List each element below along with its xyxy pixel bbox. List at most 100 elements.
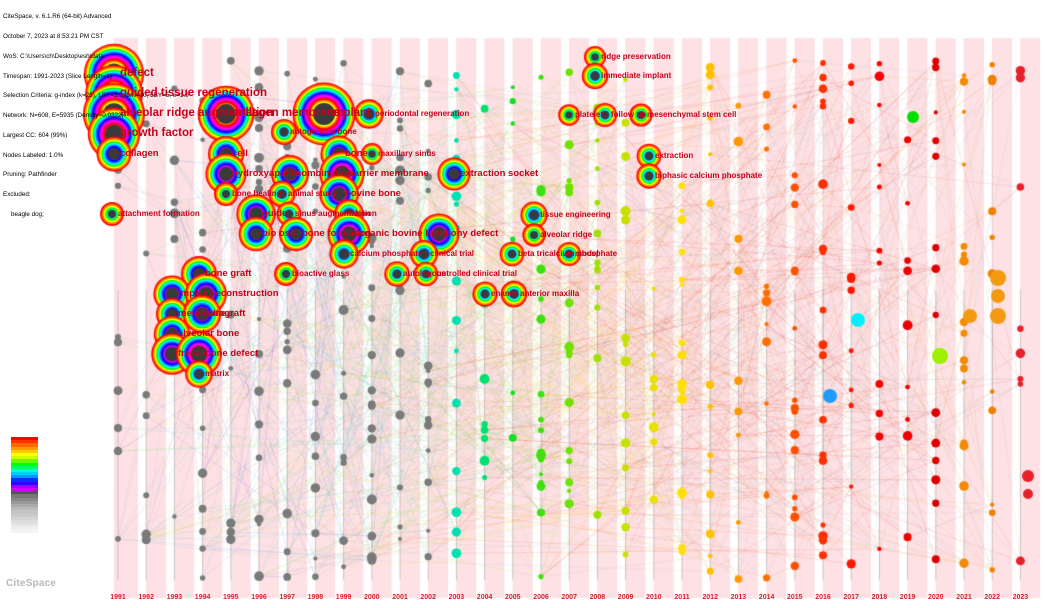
keyword-label: platelet <box>575 109 604 119</box>
info-line: CiteSpace, v. 6.1.R6 (64-bit) Advanced <box>3 13 112 21</box>
keyword-label: controlled clinical trial <box>432 268 517 278</box>
excluded-item: beagle dog; <box>11 211 44 218</box>
keyword-label: extraction <box>655 150 694 160</box>
legend-swatch <box>11 516 38 520</box>
keyword-label: allograft <box>208 307 246 319</box>
legend-swatch <box>11 507 38 511</box>
year-label: 2007 <box>561 594 577 601</box>
legend-swatch <box>11 437 38 441</box>
keyword-label: model <box>575 248 599 258</box>
keyword-label: hydroxyapatite <box>232 167 300 179</box>
keyword-label: matrix <box>205 368 230 378</box>
legend-swatch <box>11 497 38 501</box>
keyword-label: growth factor <box>120 126 194 139</box>
info-line: Selection Criteria: g-index (k=25), LRF=… <box>3 92 189 100</box>
info-line: Pruning: Pathfinder <box>3 171 57 179</box>
legend-swatch <box>11 443 38 447</box>
legend-swatch <box>11 472 38 476</box>
year-label: 2005 <box>505 594 521 601</box>
keyword-label: animal study <box>288 188 337 198</box>
year-color-legend <box>11 437 38 533</box>
year-label: 2020 <box>928 594 944 601</box>
keyword-label: organic bovine bone <box>355 227 448 239</box>
year-label: 2019 <box>899 594 916 601</box>
legend-swatch <box>11 478 38 482</box>
keyword-label: mesenchymal stem cell <box>647 109 737 119</box>
info-panel: CiteSpace, v. 6.1.R6 (64-bit) Advanced O… <box>3 1 189 225</box>
keyword-label: bone graft <box>205 267 252 279</box>
year-label: 2006 <box>533 594 549 601</box>
year-label: 1999 <box>335 594 352 601</box>
legend-swatch <box>11 475 38 479</box>
year-label: 2002 <box>420 594 436 601</box>
legend-swatch <box>11 465 38 469</box>
legend-swatch <box>11 500 38 504</box>
keyword-label: immediate implant <box>601 70 672 80</box>
keyword-label: bone defect <box>205 347 259 359</box>
legend-swatch <box>11 529 38 533</box>
legend-swatch <box>11 519 38 524</box>
keyword-label: alveolar bone <box>178 327 240 339</box>
year-label: 1995 <box>223 594 239 601</box>
year-label: 1996 <box>251 594 267 601</box>
legend-swatch <box>11 488 38 492</box>
year-label: 2003 <box>448 594 465 601</box>
year-label: 2009 <box>617 594 634 601</box>
year-label: 2014 <box>758 594 775 601</box>
keyword-label: barrier membrane <box>348 167 429 179</box>
legend-swatch <box>11 452 38 457</box>
year-label: 2023 <box>1012 594 1029 601</box>
year-label: 2000 <box>364 594 380 601</box>
legend-swatch <box>11 449 38 453</box>
keyword-label: bioactive glass <box>292 268 350 278</box>
legend-swatch <box>11 468 38 473</box>
info-line: Timespan: 1991-2023 (Slice Length=1) <box>3 72 112 80</box>
info-line: Largest CC: 604 (99%) <box>3 131 68 139</box>
info-line: October 7, 2023 at 8:53:21 PM CST <box>3 32 104 40</box>
keyword-label: enamel <box>491 288 519 298</box>
legend-swatch <box>11 484 38 488</box>
keyword-label: autogenous bone <box>290 126 357 136</box>
year-label: 2008 <box>589 594 606 601</box>
year-label: 2001 <box>392 594 408 601</box>
year-label: 2012 <box>702 594 718 601</box>
year-label: 2011 <box>674 594 690 601</box>
legend-swatch <box>11 491 38 495</box>
keyword-label: cell <box>232 147 248 159</box>
legend-swatch <box>11 523 38 527</box>
legend-swatch <box>11 494 38 498</box>
info-line: Excluded: <box>3 191 31 199</box>
keyword-label: defect <box>120 66 154 79</box>
citespace-logo-icon: CiteSpace <box>6 578 57 589</box>
keyword-label: reconstruction <box>212 287 279 299</box>
keyword-label: collagen membrane <box>232 106 341 119</box>
legend-swatch <box>11 462 38 466</box>
keyword-label: bony defect <box>445 227 499 239</box>
keyword-label: lotion <box>355 208 377 218</box>
info-line: WoS: C:\Users\ch\Desktop\esh\data <box>3 52 104 60</box>
keyword-label: periodontal regeneration <box>375 108 470 118</box>
legend-swatch <box>11 510 38 514</box>
keyword-label: alveolar ridge <box>540 229 593 239</box>
info-line: Nodes Labeled: 1.0% <box>3 151 64 159</box>
keyword-label: guided tissue regeneration <box>120 86 267 99</box>
keyword-label: attachment formation <box>118 208 200 218</box>
year-label: 2022 <box>984 594 1000 601</box>
year-label: 2021 <box>956 594 972 601</box>
keyword-label: autologous <box>403 268 447 278</box>
year-label: 1994 <box>194 594 211 601</box>
keyword-label: collagen <box>120 147 159 159</box>
keyword-label: bio oss <box>262 227 296 239</box>
keyword-label: implant <box>178 287 212 299</box>
year-label: 2013 <box>730 594 747 601</box>
keyword-label: bone formation <box>302 227 372 239</box>
keyword-label: clinical trial <box>430 248 475 258</box>
year-label: 1998 <box>307 594 324 601</box>
keyword-label: maxillary sinus <box>378 148 436 158</box>
keyword-label: beta tricalcium phosphate <box>518 248 618 258</box>
keyword-label: combination <box>296 167 353 179</box>
keyword-label: bovine bone <box>345 187 401 199</box>
keyword-label: tissue engineering <box>540 209 611 219</box>
keyword-label: sinus augmentation <box>295 208 371 218</box>
legend-swatch <box>11 503 38 508</box>
